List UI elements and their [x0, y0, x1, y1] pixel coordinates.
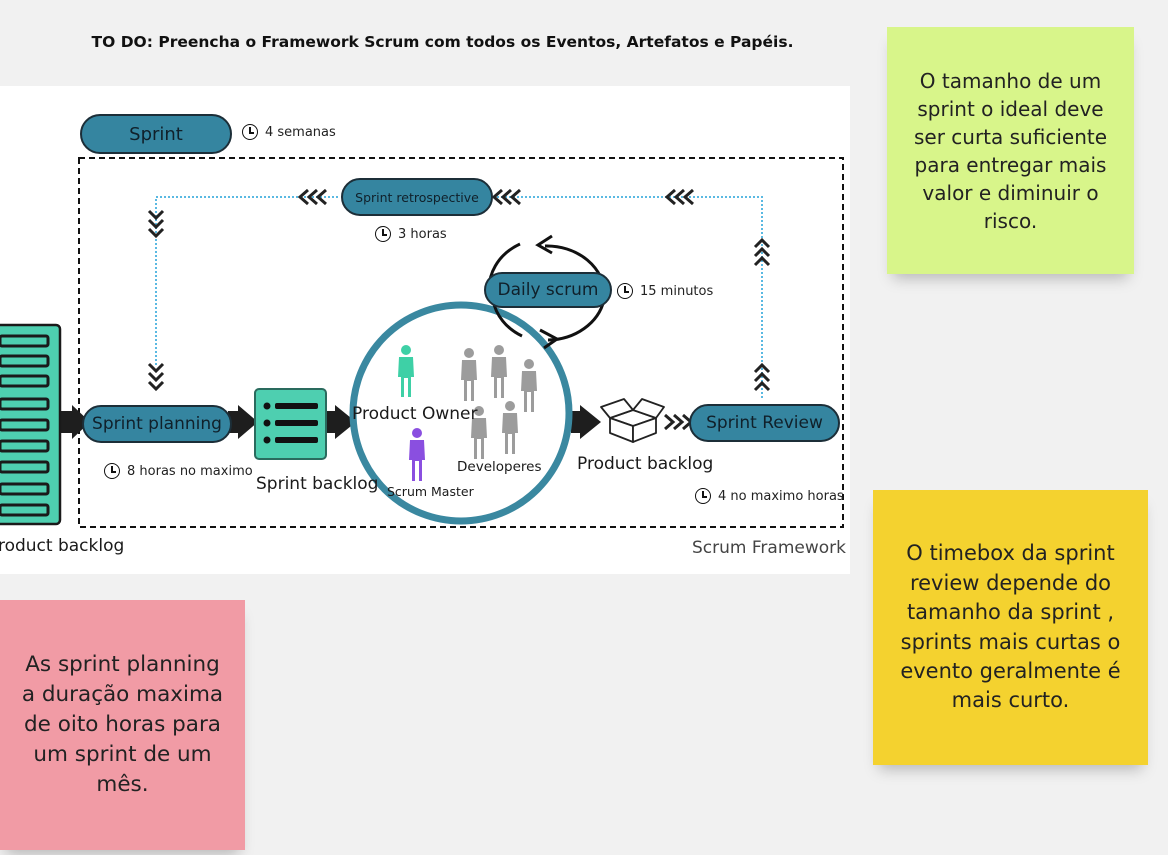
product-owner-icon [398, 345, 414, 397]
clock-icon [104, 463, 120, 479]
daily-timebox: 15 minutos [617, 283, 713, 299]
arrow-to-increment [571, 405, 601, 439]
feedback-loop-line [155, 196, 763, 400]
daily-timebox-text: 15 minutos [640, 283, 714, 299]
frame-title: Scrum Framework [692, 538, 846, 558]
clock-icon [695, 488, 711, 504]
developers-icon [461, 345, 537, 459]
chevrons-down-2 [147, 362, 165, 391]
sprint-backlog-label: Sprint backlog [256, 474, 379, 494]
review-timebox-text: 4 no maximo horas [718, 488, 844, 504]
arrow-to-planning [60, 405, 90, 439]
clock-icon [375, 226, 391, 242]
planning-timebox-text: 8 horas no maximo [127, 463, 253, 479]
product-backlog-icon [0, 323, 62, 526]
arrow-to-team [327, 405, 356, 439]
sprint-timebox: 4 semanas [242, 124, 336, 140]
product-owner-label: Product Owner [352, 404, 478, 424]
sticky-note-review-timebox[interactable]: O timebox da sprint review depende do ta… [873, 490, 1148, 765]
sticky-note-text: As sprint planning a duração maxima de o… [21, 651, 224, 798]
product-backlog-right-label: Product backlog [577, 454, 714, 474]
sticky-note-sprint-size[interactable]: O tamanho de um sprint o ideal deve ser … [887, 27, 1134, 274]
sticky-note-planning-duration[interactable]: As sprint planning a duração maxima de o… [0, 600, 245, 850]
sprint-pill[interactable]: Sprint [80, 114, 232, 154]
sticky-note-text: O timebox da sprint review depende do ta… [900, 541, 1121, 713]
sprint-frame [78, 157, 844, 528]
developers-label: Developeres [457, 459, 542, 475]
scrum-master-label: Scrum Master [387, 484, 474, 499]
clock-icon [617, 283, 633, 299]
flow-arrows [60, 405, 601, 439]
scrum-master-icon [409, 428, 425, 481]
retrospective-timebox: 3 horas [375, 226, 447, 242]
retrospective-timebox-text: 3 horas [398, 226, 447, 242]
review-timebox: 4 no maximo horas [695, 488, 844, 504]
box-icon [600, 398, 665, 443]
sprint-retrospective-pill[interactable]: Sprint retrospective [341, 178, 493, 216]
clock-icon [242, 124, 258, 140]
arrow-to-sprint-backlog [228, 405, 258, 439]
sprint-planning-pill[interactable]: Sprint planning [82, 405, 232, 443]
sprint-timebox-text: 4 semanas [265, 124, 336, 140]
sprint-backlog-icon [254, 388, 327, 460]
todo-heading: TO DO: Preencha o Framework Scrum com to… [91, 33, 794, 51]
sticky-note-text: O tamanho de um sprint o ideal deve ser … [913, 68, 1108, 233]
planning-timebox: 8 horas no maximo [104, 463, 253, 479]
daily-scrum-pill[interactable]: Daily scrum [484, 272, 612, 308]
product-backlog-left-label: Product backlog [0, 536, 125, 556]
sprint-review-pill[interactable]: Sprint Review [689, 404, 840, 442]
chevrons-right-1 [663, 413, 693, 431]
